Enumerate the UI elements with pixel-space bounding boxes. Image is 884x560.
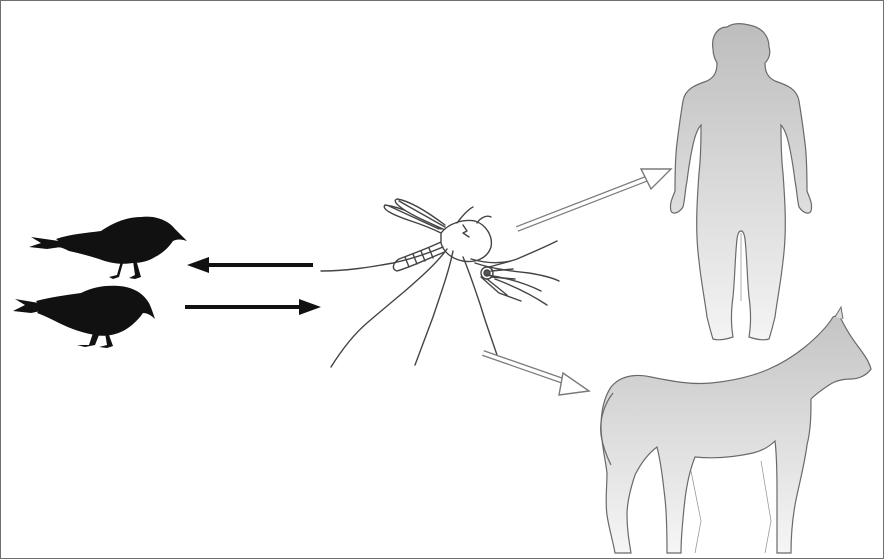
horse-icon — [601, 307, 871, 553]
arrow-mosquito-to-human — [517, 169, 671, 229]
crow-lower-icon — [13, 286, 155, 348]
arrow-mosquito-to-horse — [483, 353, 589, 395]
crow-upper-icon — [29, 217, 187, 279]
human-icon — [670, 24, 811, 340]
arrow-crow-to-mosquito — [185, 299, 321, 315]
arrow-mosquito-to-crow — [187, 257, 313, 273]
